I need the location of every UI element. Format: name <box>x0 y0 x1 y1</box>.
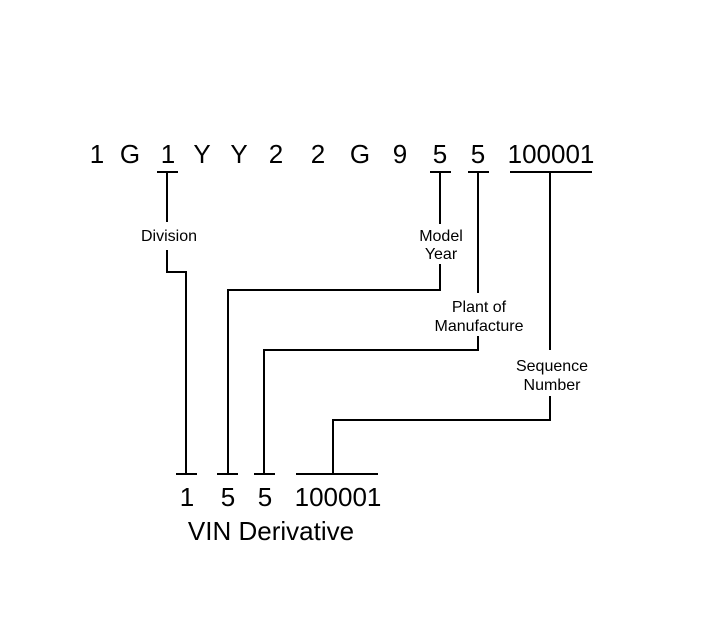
vin-char-3-division: 1 <box>161 139 175 169</box>
vin-char-6: 2 <box>269 139 283 169</box>
derivative-char-3: 5 <box>258 482 272 512</box>
plant-label-line1: Plant of <box>452 299 507 316</box>
division-connector <box>166 250 187 474</box>
vin-char-7: 2 <box>311 139 325 169</box>
derivative-char-1: 1 <box>180 482 194 512</box>
sequence-label-line1: Sequence <box>516 358 588 375</box>
vin-char-9: 9 <box>393 139 407 169</box>
division-label: Division <box>141 228 197 245</box>
sequence-connector <box>332 396 551 474</box>
vin-char-11-plant: 5 <box>471 139 485 169</box>
vin-char-4: Y <box>193 139 210 169</box>
model-year-connector <box>227 264 441 474</box>
derivative-sequence: 100001 <box>295 482 382 512</box>
vin-char-5: Y <box>230 139 247 169</box>
plant-label-line2: Manufacture <box>435 318 524 335</box>
vin-char-1: 1 <box>90 139 104 169</box>
plant-connector <box>263 336 479 474</box>
model-year-label-line2: Year <box>425 246 458 263</box>
derivative-title: VIN Derivative <box>188 516 354 546</box>
vin-char-10-model-year: 5 <box>433 139 447 169</box>
vin-sequence: 100001 <box>508 139 595 169</box>
vin-char-8: G <box>350 139 370 169</box>
model-year-label-line1: Model <box>419 228 463 245</box>
derivative-char-2: 5 <box>221 482 235 512</box>
vin-char-2: G <box>120 139 140 169</box>
sequence-label-line2: Number <box>524 377 582 394</box>
